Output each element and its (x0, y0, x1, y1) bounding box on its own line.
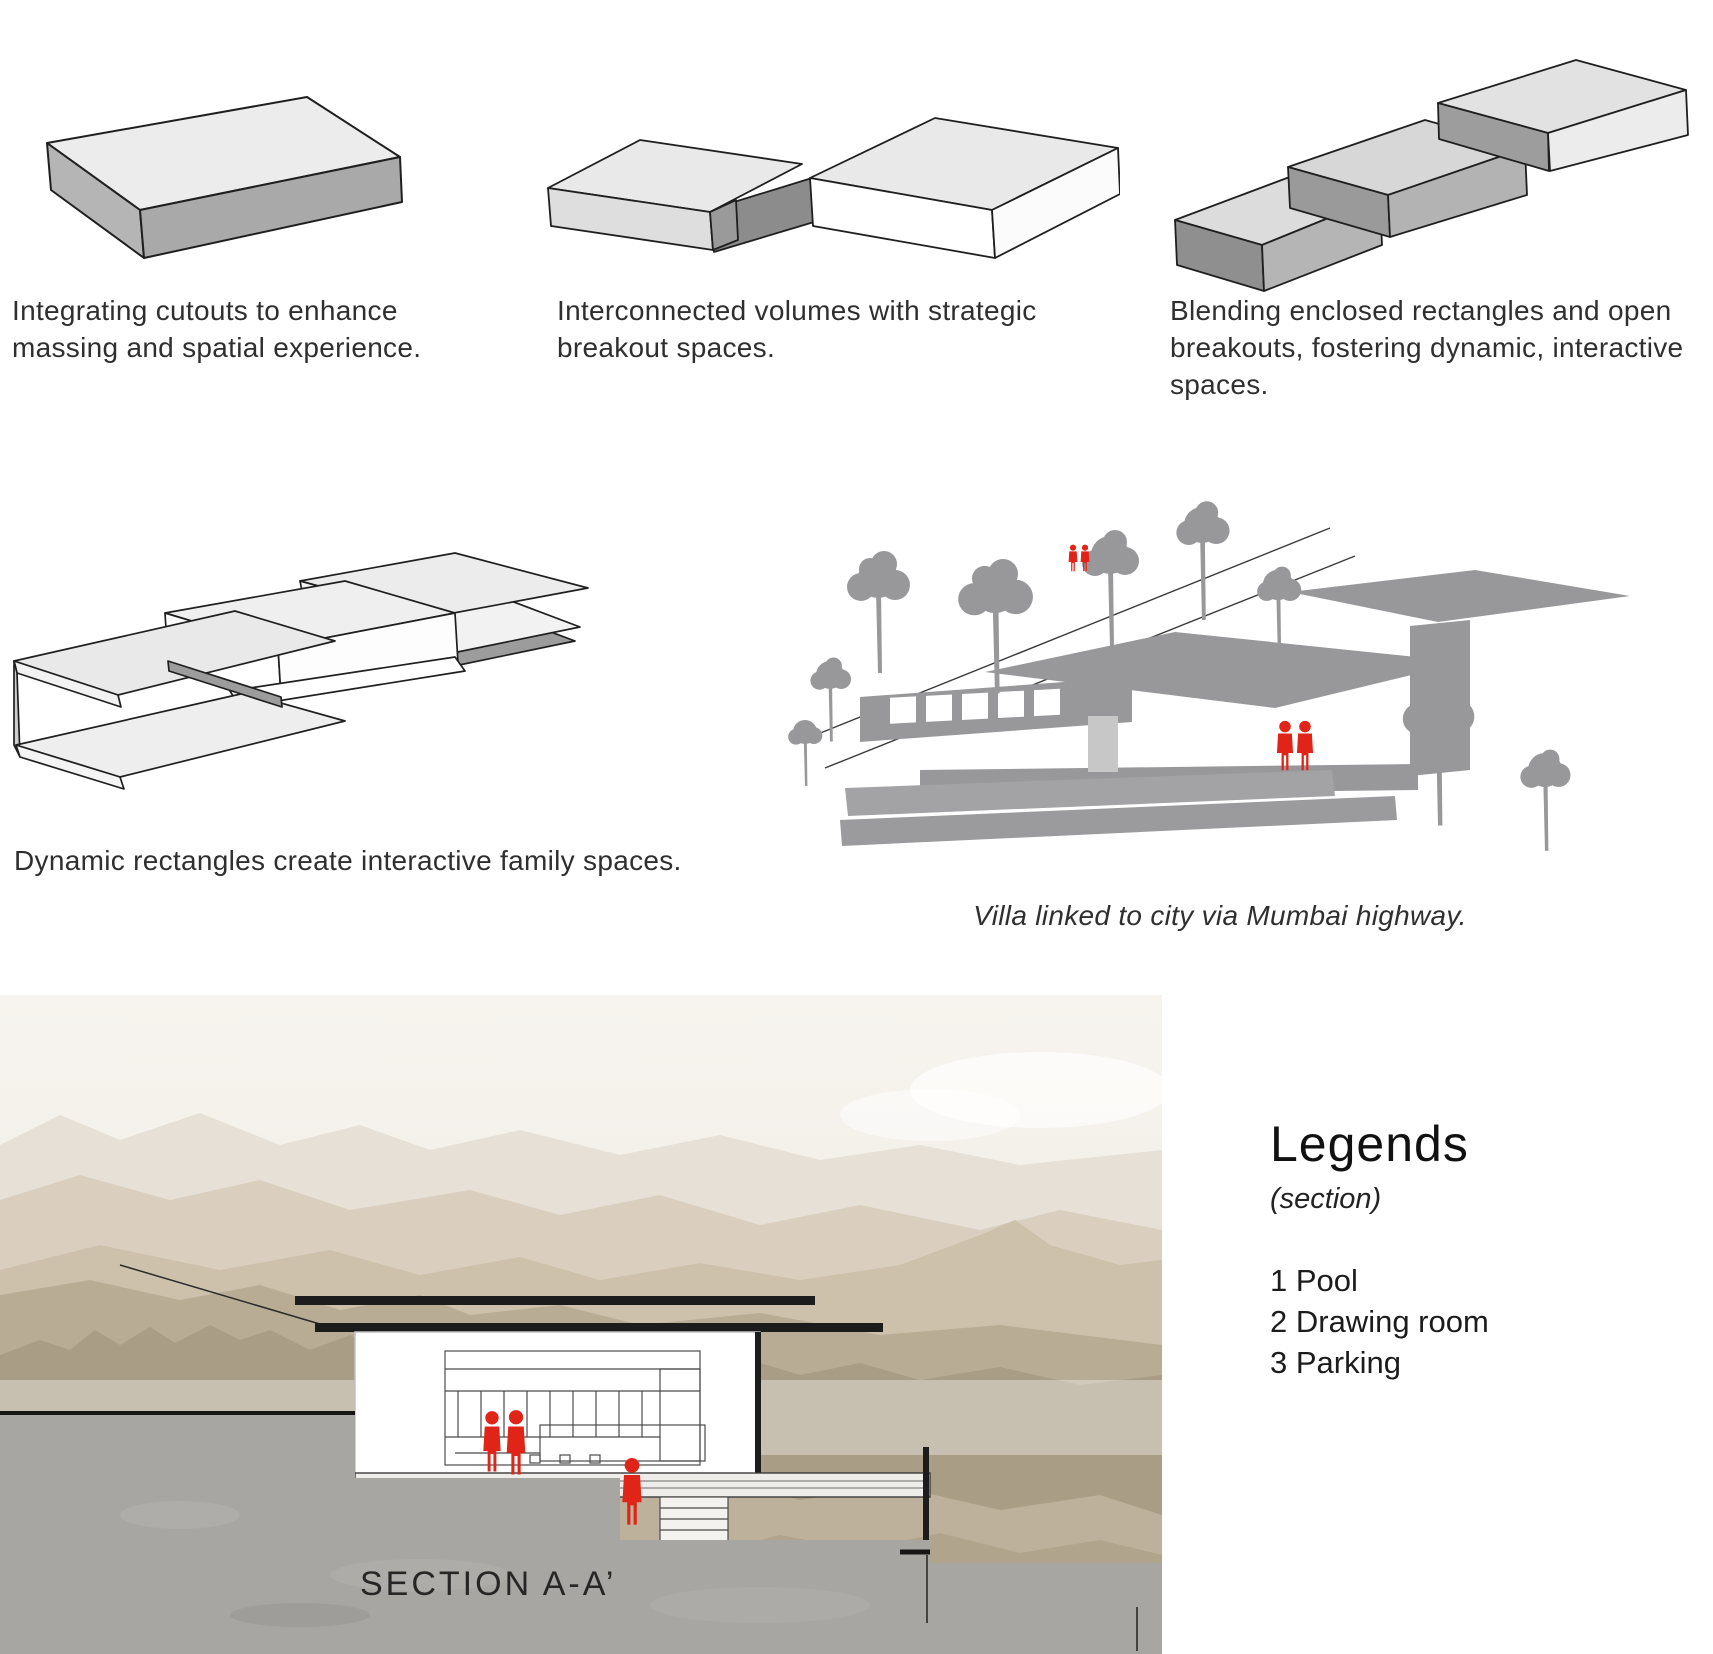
caption-dynamic-rectangles: Dynamic rectangles create interactive fa… (14, 845, 682, 876)
legends-list: 1 Pool 2 Drawing room 3 Parking (1270, 1260, 1670, 1383)
villa-building-icon (840, 570, 1630, 846)
section-rendering: SECTION A-A’ (0, 995, 1162, 1654)
caption-massing-cutouts: Integrating cutouts to enhance massing a… (12, 295, 422, 363)
massing-slab-icon (46, 96, 403, 259)
stepped-boxes-icon (1174, 59, 1689, 292)
villa-section (0, 1264, 1162, 1654)
dynamic-plates-icon (13, 552, 589, 790)
annotation-line (119, 1264, 331, 1328)
roof-plane-upper (295, 1296, 815, 1305)
caption-interconnected-volumes: Interconnected volumes with strategic br… (557, 295, 1037, 363)
legend-item-pool: 1 Pool (1270, 1263, 1358, 1298)
legend-item-drawing: 2 Drawing room (1270, 1304, 1489, 1339)
section-drawing (0, 995, 1162, 1654)
villa-illustration (788, 501, 1630, 851)
diagram-dynamic-rectangles (0, 545, 660, 825)
legends-title: Legends (1270, 1116, 1469, 1172)
concrete-ground (0, 1411, 1162, 1654)
section-room (354, 1331, 761, 1476)
diagram-blended-rectangles (1090, 45, 1710, 300)
legends-subtitle: (section) (1270, 1183, 1382, 1215)
diagram-massing-cutouts (20, 60, 420, 270)
section-title: SECTION A-A’ (360, 1565, 617, 1603)
legend-item-parking: 3 Parking (1270, 1345, 1401, 1380)
caption-blended-rectangles: Blending enclosed rectangles and open br… (1170, 295, 1684, 400)
legends-block: Legends (section) 1 Pool 2 Drawing room … (1270, 1115, 1670, 1383)
diagram-interconnected-volumes (540, 60, 1120, 270)
villa-site-illustration (770, 470, 1630, 880)
linked-slabs-icon (547, 117, 1120, 259)
trees-icon (788, 501, 1571, 851)
caption-villa-link: Villa linked to city via Mumbai highway. (973, 900, 1467, 931)
people-icon (1068, 544, 1314, 771)
steps (659, 1496, 729, 1542)
interior-drawing (444, 1350, 706, 1466)
roof-plane-lower (315, 1323, 883, 1332)
